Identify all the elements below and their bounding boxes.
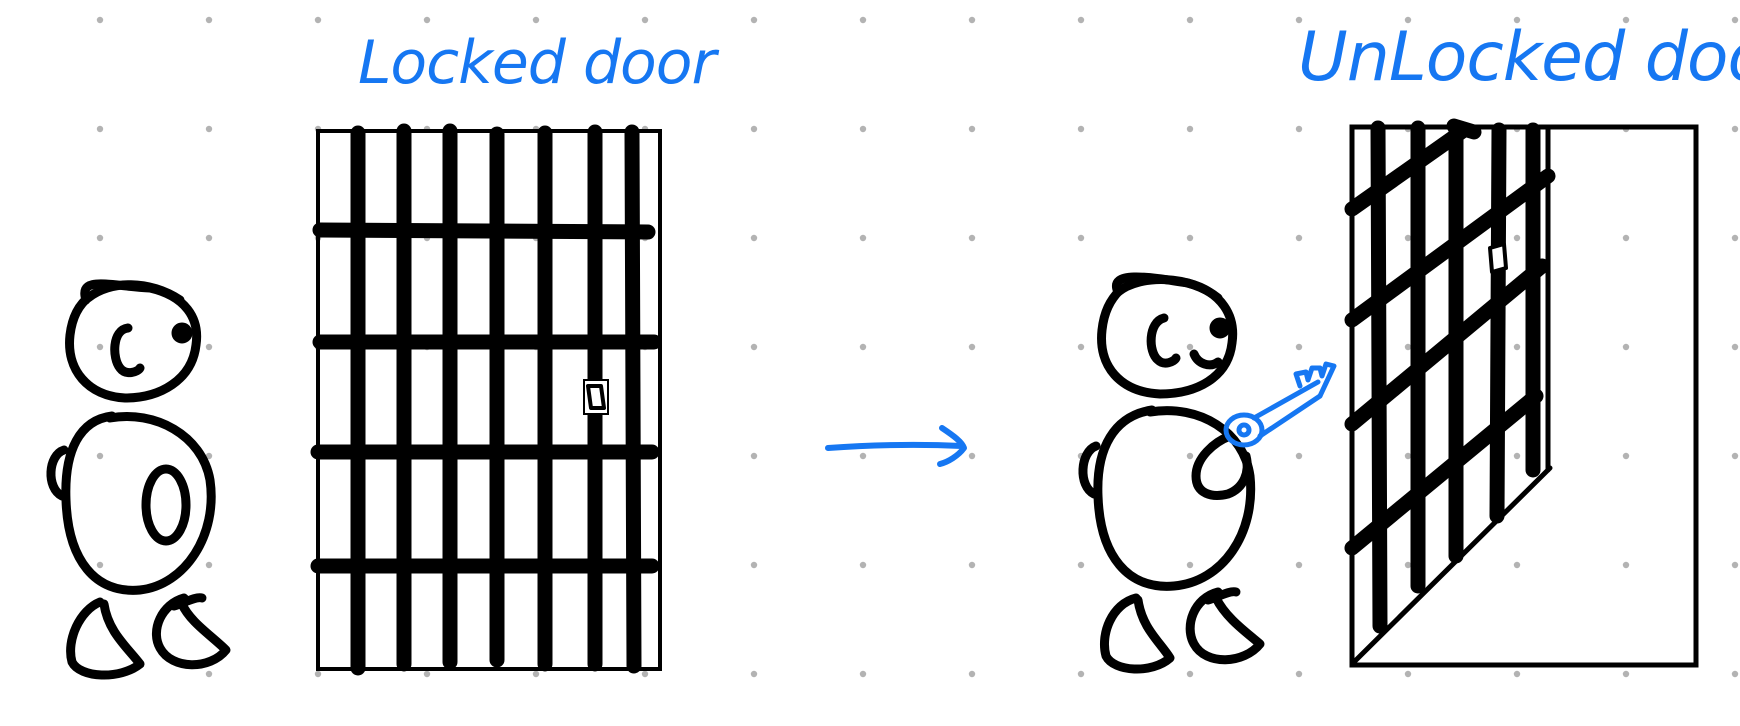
grid-dot xyxy=(205,125,213,133)
grid-dot xyxy=(1186,343,1194,351)
grid-dot xyxy=(1295,16,1303,24)
grid-dot xyxy=(968,16,976,24)
grid-dot xyxy=(968,561,976,569)
grid-dot xyxy=(96,561,104,569)
grid-dot xyxy=(859,234,867,242)
grid-dot xyxy=(1622,343,1630,351)
grid-dot xyxy=(1731,343,1739,351)
grid-dot xyxy=(96,16,104,24)
grid-dot xyxy=(532,16,540,24)
grid-dot xyxy=(1077,125,1085,133)
grid-dot xyxy=(205,343,213,351)
grid-dot xyxy=(968,125,976,133)
grid-dot xyxy=(1295,452,1303,460)
grid-dot xyxy=(96,343,104,351)
grid-dot xyxy=(1295,343,1303,351)
grid-dot xyxy=(968,452,976,460)
grid-dot xyxy=(314,16,322,24)
grid-dot xyxy=(1731,125,1739,133)
grid-dot xyxy=(423,670,431,678)
grid-dot xyxy=(1731,561,1739,569)
grid-dot xyxy=(1731,234,1739,242)
grid-dot xyxy=(205,452,213,460)
grid-dot xyxy=(859,343,867,351)
grid-dot xyxy=(968,343,976,351)
grid-dot xyxy=(1622,561,1630,569)
grid-dot xyxy=(750,234,758,242)
grid-dot xyxy=(1404,234,1412,242)
grid-dot xyxy=(314,670,322,678)
grid-dot xyxy=(1622,670,1630,678)
grid-dot xyxy=(1186,16,1194,24)
grid-dot xyxy=(750,343,758,351)
grid-dot xyxy=(1186,561,1194,569)
grid-dot xyxy=(423,16,431,24)
grid-dot xyxy=(859,561,867,569)
arrow-right-icon xyxy=(825,425,967,467)
unlocked-door-label: UnLocked door xyxy=(1298,18,1740,97)
grid-dot xyxy=(205,16,213,24)
grid-dot xyxy=(96,234,104,242)
grid-dot xyxy=(1513,16,1521,24)
grid-dot xyxy=(968,670,976,678)
grid-dot xyxy=(750,125,758,133)
grid-dot xyxy=(205,670,213,678)
grid-dot xyxy=(750,670,758,678)
grid-dot xyxy=(641,16,649,24)
door-lock-icon xyxy=(1488,242,1508,274)
grid-dot xyxy=(1295,670,1303,678)
grid-dot xyxy=(1622,234,1630,242)
unlocked-gate xyxy=(1344,118,1699,668)
grid-dot xyxy=(1513,343,1521,351)
grid-dot xyxy=(1186,670,1194,678)
grid-dot xyxy=(1404,561,1412,569)
grid-dot xyxy=(859,452,867,460)
grid-dot xyxy=(1077,561,1085,569)
grid-dot xyxy=(205,234,213,242)
grid-dot xyxy=(1295,125,1303,133)
key-icon xyxy=(1223,361,1337,448)
grid-dot xyxy=(96,452,104,460)
grid-dot xyxy=(859,16,867,24)
locked-gate xyxy=(310,123,662,676)
grid-dot xyxy=(1513,561,1521,569)
grid-dot xyxy=(1186,234,1194,242)
grid-dot xyxy=(859,125,867,133)
grid-dot xyxy=(1295,561,1303,569)
door-lock-icon xyxy=(583,379,609,415)
grid-dot xyxy=(859,670,867,678)
grid-dot xyxy=(1077,670,1085,678)
stick-figure-right xyxy=(1078,272,1265,674)
grid-dot xyxy=(1513,234,1521,242)
grid-dot xyxy=(1295,234,1303,242)
grid-dot xyxy=(750,452,758,460)
grid-dot xyxy=(1077,234,1085,242)
grid-dot xyxy=(96,125,104,133)
locked-door-label: Locked door xyxy=(358,28,716,98)
grid-dot xyxy=(968,234,976,242)
grid-dot xyxy=(1077,16,1085,24)
grid-dot xyxy=(750,16,758,24)
grid-dot xyxy=(1622,16,1630,24)
grid-dot xyxy=(1404,452,1412,460)
grid-dot xyxy=(1513,452,1521,460)
grid-dot xyxy=(1731,16,1739,24)
grid-dot xyxy=(1186,452,1194,460)
stick-figure-left xyxy=(46,279,231,680)
grid-dot xyxy=(1404,16,1412,24)
grid-dot xyxy=(532,670,540,678)
grid-dot xyxy=(1404,670,1412,678)
grid-dot xyxy=(1731,452,1739,460)
grid-dot xyxy=(641,670,649,678)
grid-dot xyxy=(1077,343,1085,351)
grid-dot xyxy=(205,561,213,569)
grid-dot xyxy=(1731,670,1739,678)
grid-dot xyxy=(1404,343,1412,351)
grid-dot xyxy=(1622,452,1630,460)
grid-dot xyxy=(1186,125,1194,133)
grid-dot xyxy=(750,561,758,569)
grid-dot xyxy=(1513,670,1521,678)
